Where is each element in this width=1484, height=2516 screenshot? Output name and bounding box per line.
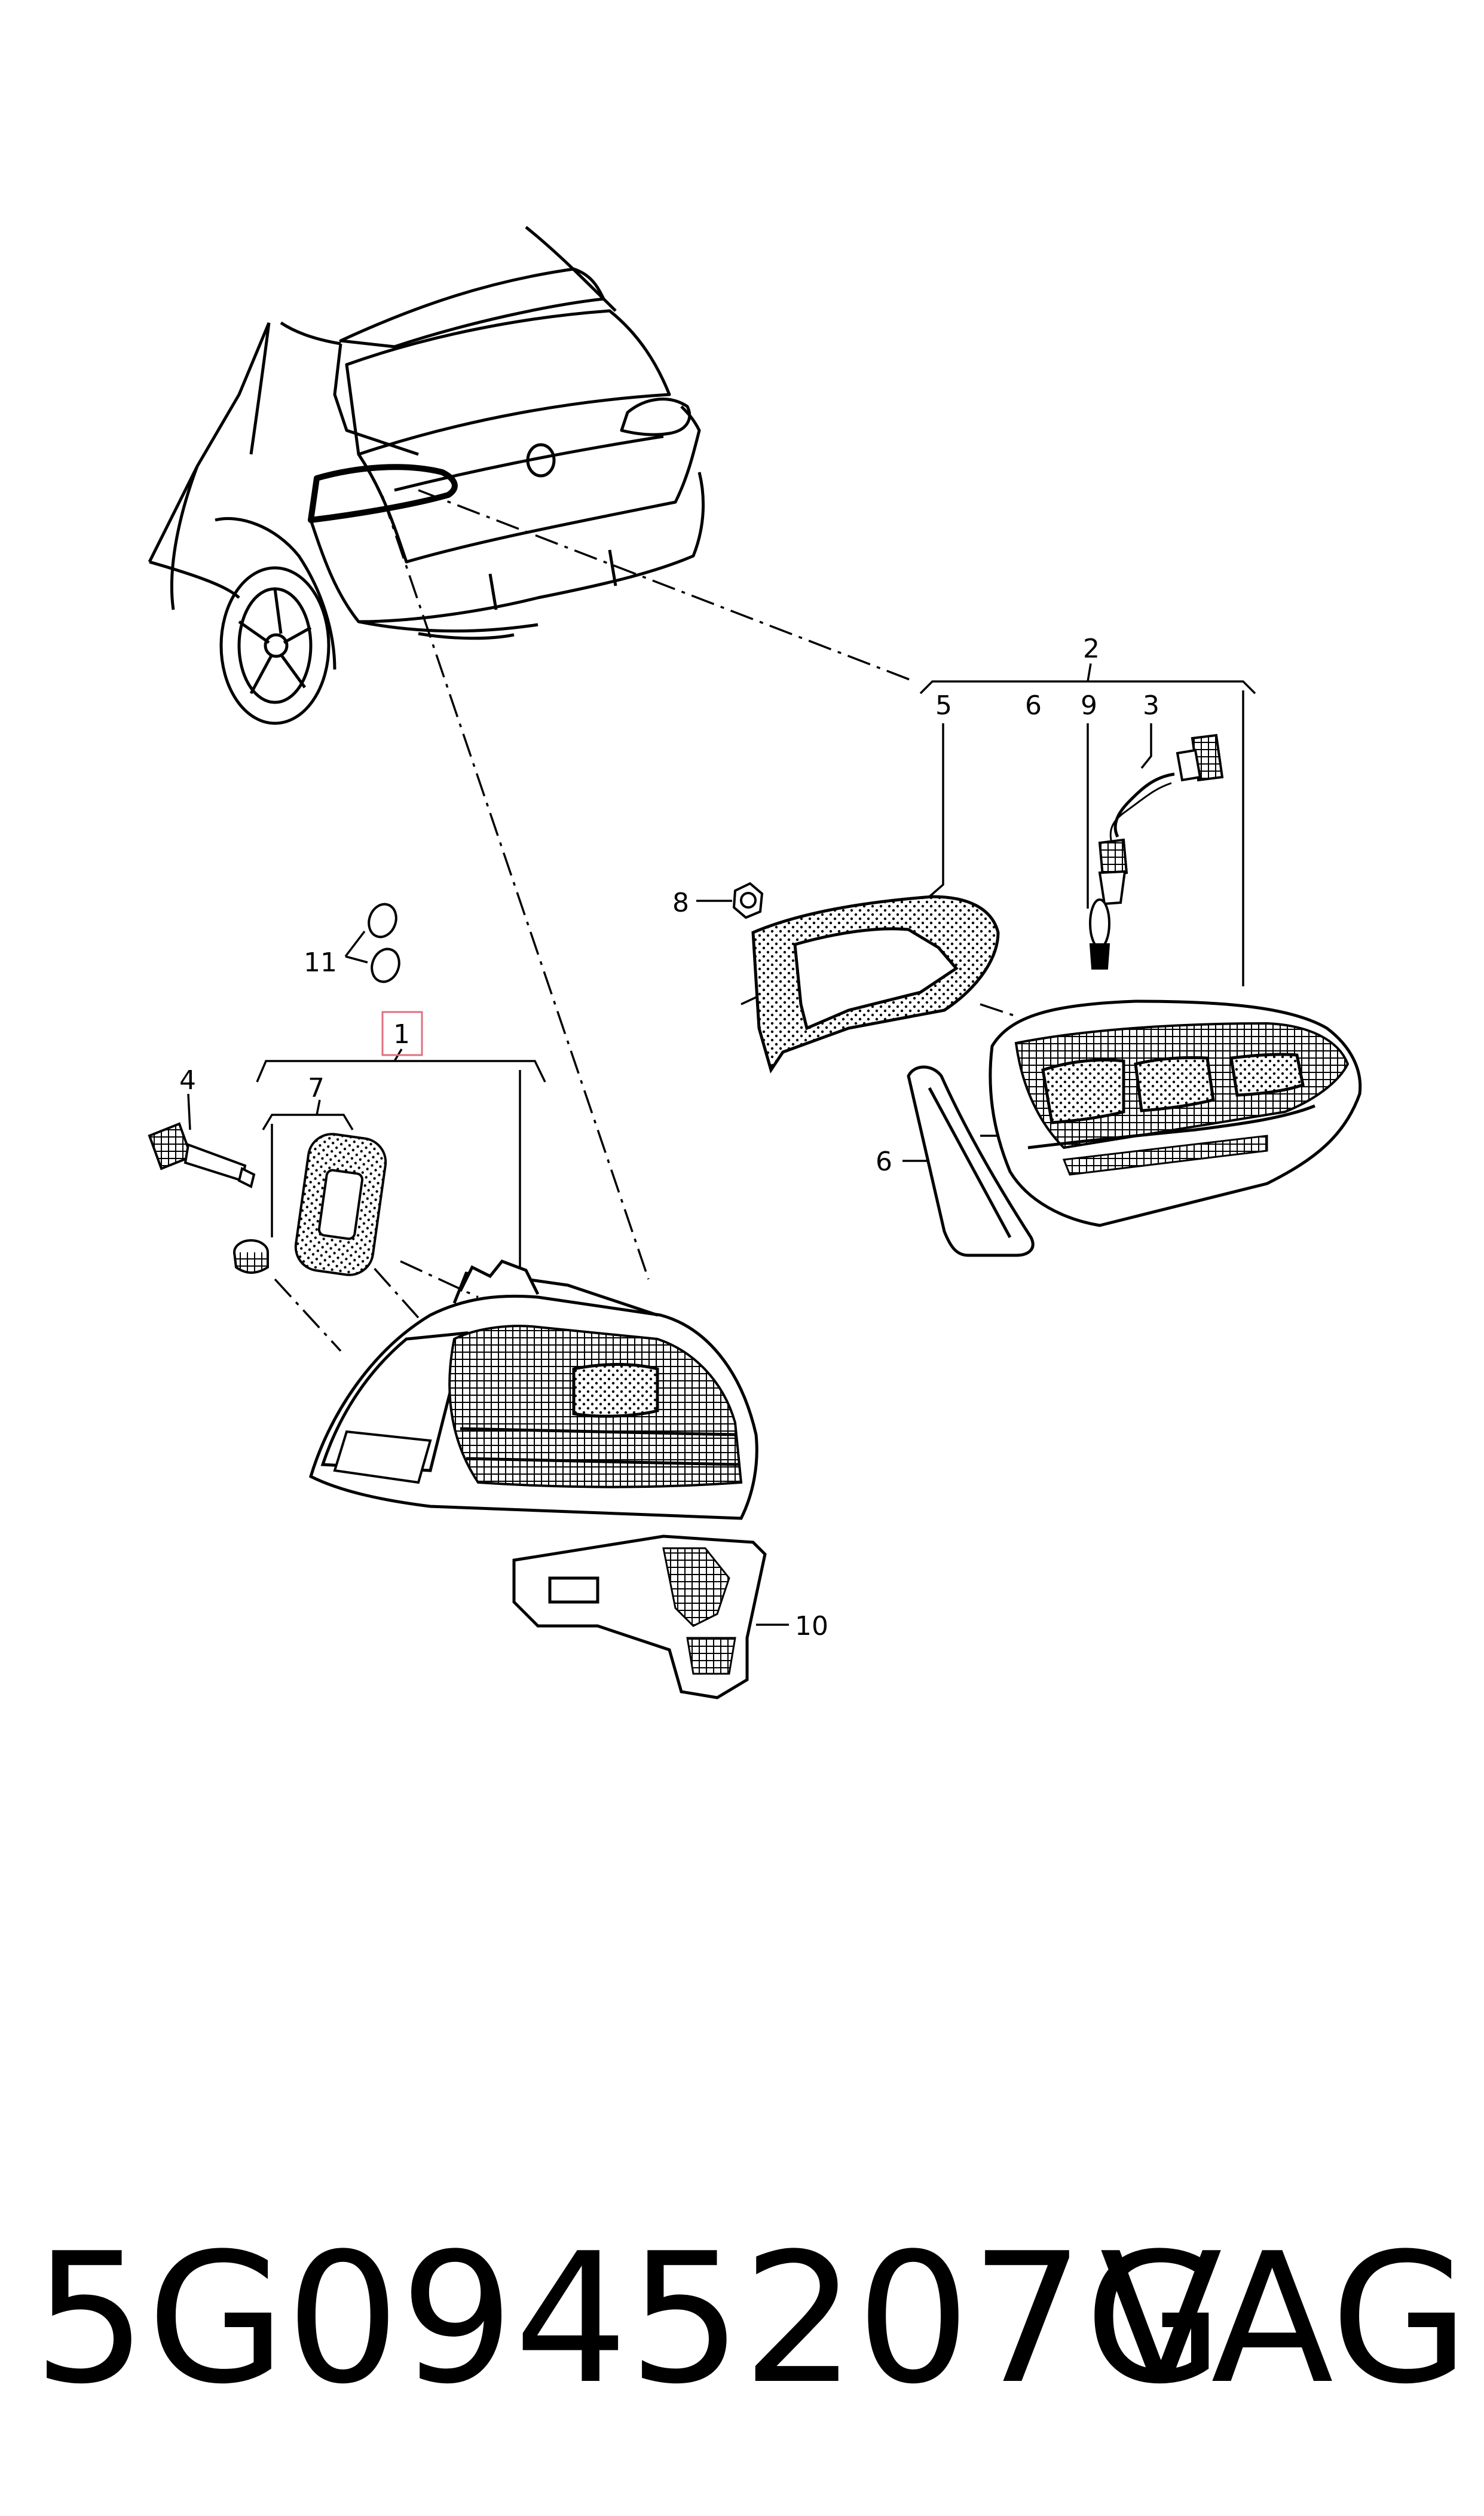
part-2-inner-tail-light: [989, 999, 1362, 1227]
callout-1-highlight: [381, 1011, 423, 1056]
part-1-outer-tail-light: [309, 1259, 758, 1520]
part-9-bulb-and-part-3-wiring: [1089, 733, 1224, 970]
callout-5: 5: [935, 690, 952, 721]
callout-8: 8: [672, 888, 689, 918]
callout-10: 10: [795, 1611, 828, 1641]
footer: 5G0945207G VAG: [0, 2152, 1484, 2516]
callout-9: 9: [1081, 690, 1097, 721]
callout-11: 11: [304, 947, 337, 978]
callout-2: 2: [1083, 634, 1100, 664]
callout-4: 4: [179, 1065, 196, 1096]
exploded-parts-diagram: 1 2 5 6 9 3 8 11 4 7 6 10: [148, 226, 1362, 1699]
callout-brackets: [187, 663, 1256, 1626]
callout-6-top: 6: [1025, 690, 1042, 721]
callout-3: 3: [1143, 690, 1159, 721]
callout-6-bottom: 6: [876, 1147, 892, 1177]
car-rear-view: [148, 226, 705, 725]
part-5-gasket: [751, 895, 1000, 1074]
brand-label: VAG: [1100, 2215, 1470, 2423]
part-6-lens-strip: [907, 1065, 1035, 1257]
part-7-seal: [233, 1133, 387, 1276]
callout-7: 7: [308, 1073, 325, 1103]
part-8-nut: [732, 882, 764, 919]
callout-1: 1: [393, 1019, 410, 1050]
part-11-clips: [368, 903, 400, 983]
callout-labels: 1 2 5 6 9 3 8 11 4 7 6 10: [179, 634, 1159, 1641]
part-4-screw: [148, 1122, 256, 1188]
part-10-bracket: [512, 1534, 767, 1699]
part-number: 5G0945207G: [33, 2215, 1223, 2423]
